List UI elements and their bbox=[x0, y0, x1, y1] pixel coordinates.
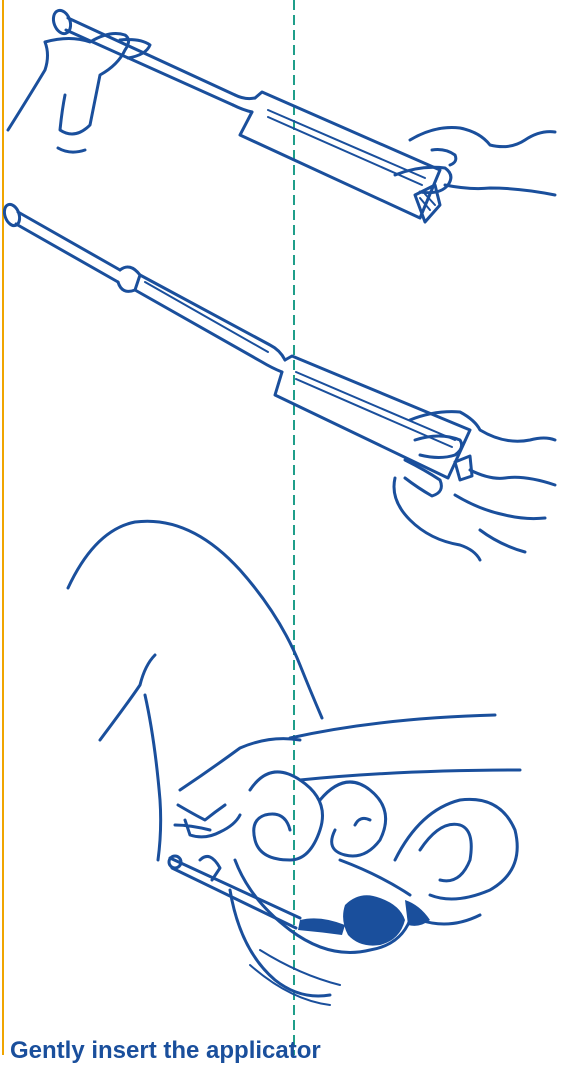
body-outline bbox=[66, 519, 324, 720]
plunger-knob-2 bbox=[2, 202, 22, 228]
plunger-rod bbox=[64, 16, 237, 107]
applicator-cap bbox=[413, 183, 442, 224]
instruction-caption: Gently insert the applicator bbox=[10, 1037, 321, 1064]
anatomy-cross-section bbox=[248, 770, 324, 862]
step-3-illustration bbox=[66, 519, 522, 1006]
plunger-rod-2 bbox=[14, 210, 122, 284]
right-hand bbox=[393, 126, 557, 197]
left-hand-2 bbox=[392, 458, 547, 562]
filled-region bbox=[343, 895, 405, 946]
applicator-barrel-2 bbox=[273, 354, 472, 480]
step-1-illustration bbox=[6, 8, 557, 224]
step-2-illustration bbox=[2, 202, 557, 562]
inserting-hand bbox=[173, 737, 302, 839]
right-hand-2 bbox=[408, 410, 557, 487]
leg-outline bbox=[98, 653, 163, 862]
left-hand bbox=[6, 32, 152, 154]
